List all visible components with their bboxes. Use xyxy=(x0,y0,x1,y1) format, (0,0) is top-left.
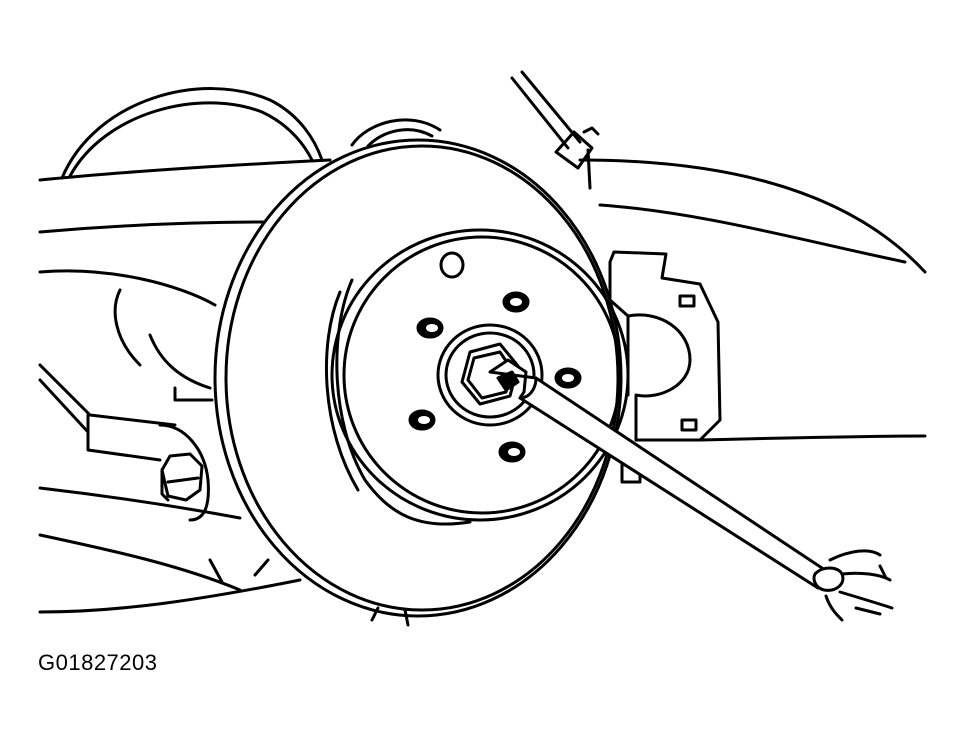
fender-arch xyxy=(62,89,322,178)
fender-arch-inner xyxy=(70,103,312,176)
caliper-slot xyxy=(680,296,694,306)
body-line-upper-left xyxy=(40,160,330,180)
brake-line-bracket xyxy=(512,72,598,188)
hub-center xyxy=(438,325,542,425)
rotor-hole xyxy=(441,253,463,277)
top-bump-inner xyxy=(368,130,432,146)
body-line-lower-left xyxy=(40,271,215,305)
ball-joint-nut xyxy=(162,454,202,500)
body-line-right-top xyxy=(600,205,905,262)
brake-rotor xyxy=(215,140,628,625)
lower-control-arm xyxy=(40,290,300,612)
caliper-slot xyxy=(682,420,696,430)
body-line-mid-left xyxy=(40,222,270,232)
top-bump xyxy=(352,120,440,145)
vehicle-body-lines xyxy=(40,89,925,440)
wrench xyxy=(490,360,828,588)
figure-code: G01827203 xyxy=(38,650,158,675)
wheel-studs xyxy=(410,253,580,461)
body-line-right-upper xyxy=(580,160,925,272)
hand xyxy=(814,551,892,620)
body-line-right-lower xyxy=(700,436,925,440)
rotor-hat xyxy=(332,230,628,520)
